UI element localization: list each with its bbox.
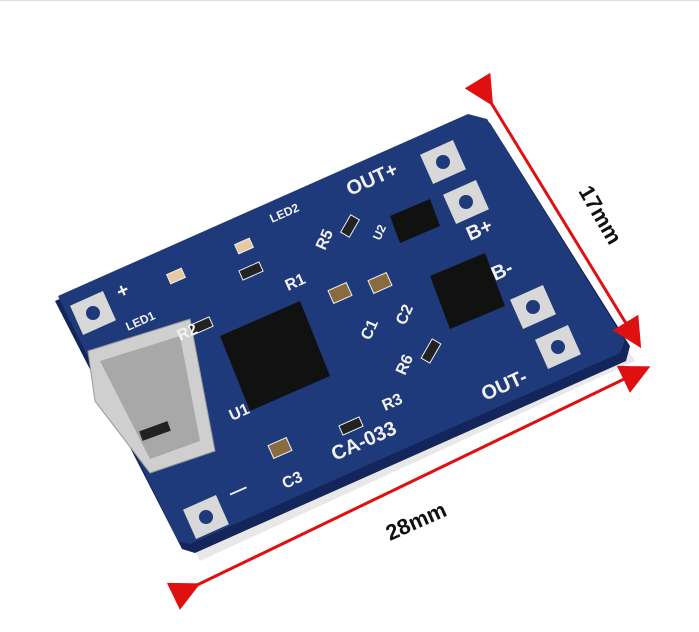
height-dimension-line <box>464 72 642 349</box>
label-u2: U2 <box>370 222 389 242</box>
label-c2: C2 <box>393 302 417 328</box>
label-r2: R2 <box>175 321 201 345</box>
u3-mosfet-ic <box>390 199 440 243</box>
label-c1: C1 <box>358 317 382 343</box>
width-dimension-line <box>166 365 651 610</box>
label-r5: R5 <box>313 227 337 253</box>
height-dimension-label: 17mm <box>574 181 627 249</box>
label-r1: R1 <box>283 271 309 295</box>
width-dimension-label: 28mm <box>382 497 450 546</box>
